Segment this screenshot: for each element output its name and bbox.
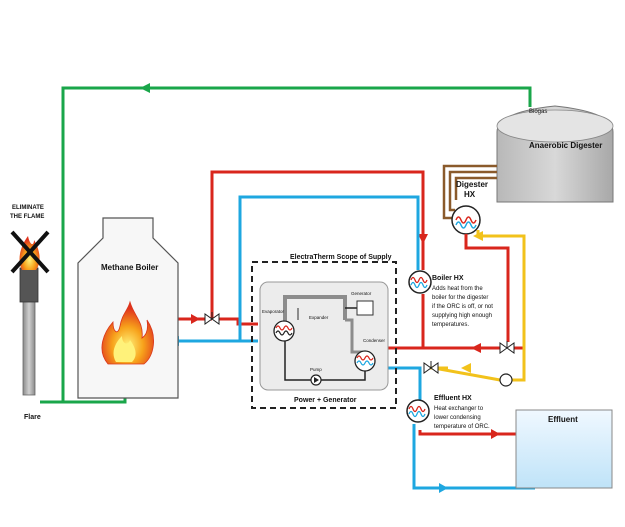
flow-arrow-icon xyxy=(140,83,150,93)
boiler-hx-desc-4: supplying high enough xyxy=(432,313,492,319)
boiler-hx: Boiler HX Adds heat from the boiler for … xyxy=(408,270,493,328)
boiler-hx-desc-3: if the ORC is off, or not xyxy=(432,304,493,310)
effluent-hx: Effluent HX Heat exchanger to lower cond… xyxy=(406,395,490,430)
boiler-hx-desc-5: temperatures. xyxy=(432,322,469,328)
digester-hx-label-1: Digester xyxy=(456,180,488,189)
flow-arrow-icon xyxy=(191,314,200,324)
flare-label: Flare xyxy=(24,414,41,421)
expander-label: Expander xyxy=(309,315,329,320)
effluent-hx-title: Effluent HX xyxy=(434,395,472,402)
fire-icon xyxy=(101,300,154,365)
generator-icon xyxy=(356,300,374,316)
boiler-hx-desc-2: boiler for the digester xyxy=(432,295,488,301)
boiler-hx-title: Boiler HX xyxy=(432,275,464,282)
eliminate-label-2: THE FLAME xyxy=(10,214,44,220)
power-generator-label: Power + Generator xyxy=(294,397,357,404)
prohibited-icon xyxy=(10,230,50,274)
effluent-hx-desc-3: temperature of ORC. xyxy=(434,424,490,430)
effluent-tank: Effluent xyxy=(515,409,613,489)
effluent-label: Effluent xyxy=(548,415,578,424)
scope-label: ElectraTherm Scope of Supply xyxy=(290,254,392,261)
biogas-label: Biogas xyxy=(529,109,547,115)
methane-boiler: Methane Boiler xyxy=(77,217,179,399)
pump-icon xyxy=(499,373,513,387)
digester-label: Anaerobic Digester xyxy=(529,141,602,150)
effluent-hx-desc-2: lower condensing xyxy=(434,415,481,421)
digester-hx: Digester HX xyxy=(442,164,497,235)
boiler-label: Methane Boiler xyxy=(101,263,158,272)
digester-hx-label-2: HX xyxy=(464,190,476,199)
generator-label: Generator xyxy=(351,291,372,296)
anaerobic-digester: Biogas Anaerobic Digester xyxy=(496,105,614,203)
pump-label: Pump xyxy=(310,367,322,372)
flow-arrow-icon xyxy=(439,483,448,493)
flow-arrow-icon xyxy=(471,343,481,353)
flow-arrow-icon xyxy=(461,363,471,373)
flow-arrow-icon xyxy=(491,429,500,439)
valve-icon xyxy=(499,341,515,354)
flow-arrow-icon xyxy=(473,231,483,241)
valve-icon xyxy=(423,361,439,374)
evaporator-label: Evaporator xyxy=(262,309,285,314)
condenser-label: Condenser xyxy=(363,338,386,343)
flare: ELIMINATE THE FLAME Flare xyxy=(10,205,50,421)
valve-icon xyxy=(204,312,220,325)
flow-arrow-icon xyxy=(418,234,428,244)
hot-water-lines xyxy=(160,170,524,353)
boiler-hx-desc-1: Adds heat from the xyxy=(432,286,483,292)
effluent-hx-desc-1: Heat exchanger to xyxy=(434,406,484,412)
eliminate-label-1: ELIMINATE xyxy=(12,205,44,211)
valves xyxy=(204,312,515,374)
electratherm-scope: ElectraTherm Scope of Supply Power + Gen… xyxy=(251,254,397,409)
